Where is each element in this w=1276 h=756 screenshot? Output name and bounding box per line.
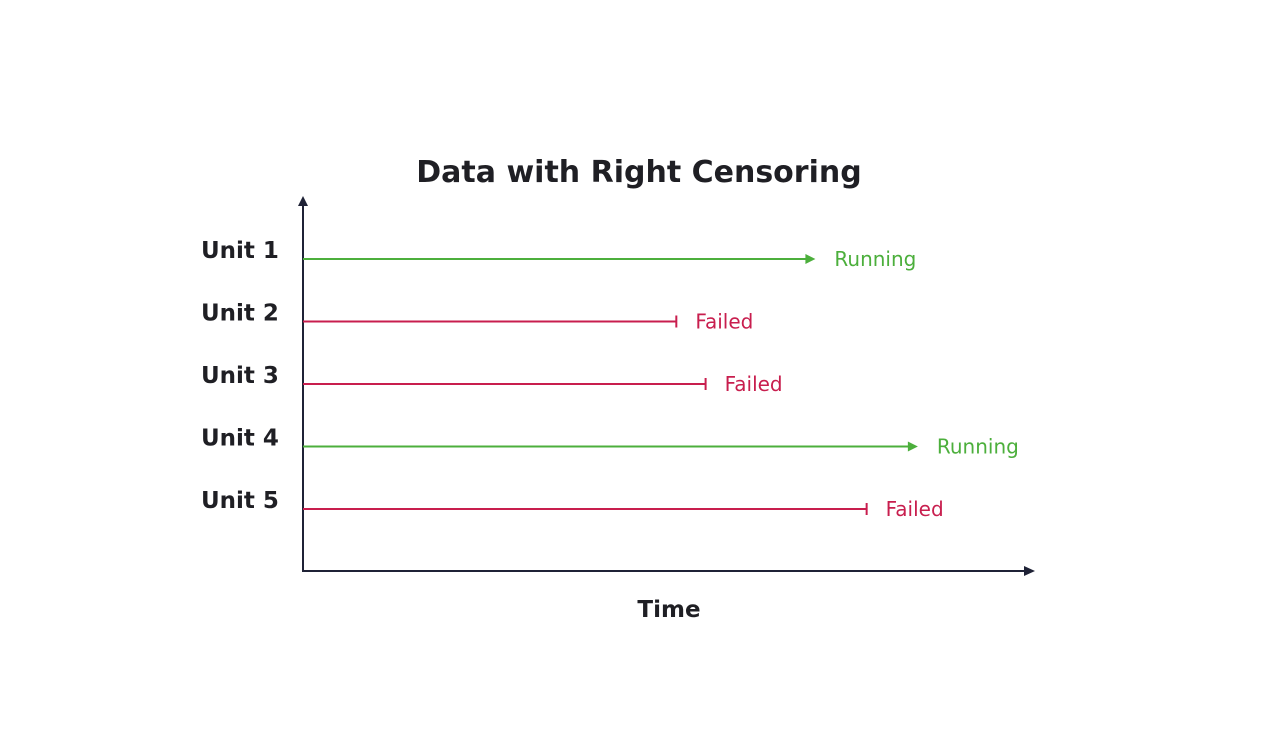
running-arrow-icon (805, 254, 816, 264)
status-label: Running (834, 247, 916, 271)
status-label: Failed (725, 372, 783, 396)
diagram-title: Data with Right Censoring (416, 155, 861, 190)
y-axis-arrow-icon (298, 196, 308, 206)
status-label: Failed (886, 497, 944, 521)
unit-row: Unit 3 Failed (201, 363, 783, 396)
unit-label: Unit 3 (201, 363, 279, 389)
status-label: Running (937, 435, 1019, 459)
status-label: Failed (695, 310, 753, 334)
axes (298, 196, 1035, 576)
unit-label: Unit 4 (201, 426, 279, 452)
unit-row: Unit 4 Running (201, 426, 1019, 459)
running-arrow-icon (907, 441, 918, 452)
unit-row: Unit 1 Running (201, 238, 916, 271)
unit-label: Unit 5 (201, 488, 279, 514)
unit-label: Unit 2 (201, 301, 279, 327)
unit-row: Unit 2 Failed (201, 301, 753, 334)
x-axis-arrow-icon (1024, 566, 1035, 576)
unit-row: Unit 5 Failed (201, 488, 944, 521)
unit-label: Unit 1 (201, 238, 279, 264)
x-axis-label: Time (637, 597, 700, 623)
